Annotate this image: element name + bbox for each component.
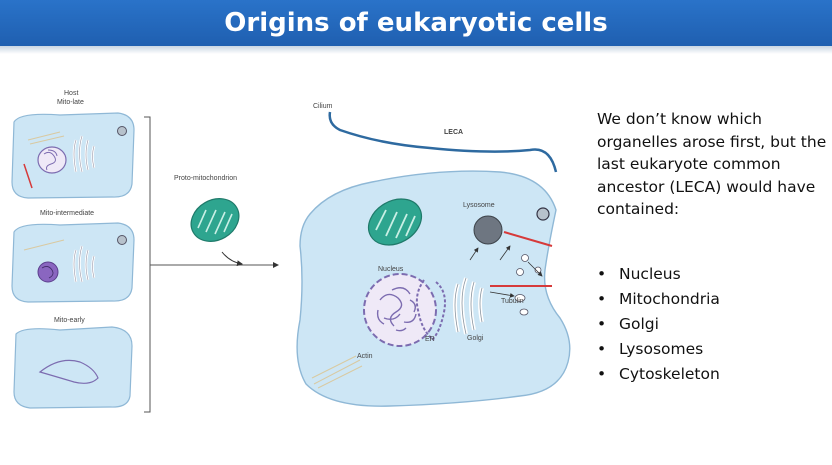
stage-label-mito-late: Mito-late: [57, 99, 84, 106]
actin-label: Actin: [357, 353, 373, 360]
golgi-label: Golgi: [467, 335, 484, 342]
list-item: Nucleus: [597, 262, 720, 287]
leca-description: We don’t know which organelles arose fir…: [597, 110, 827, 218]
title-bar-shadow: [0, 46, 832, 54]
list-item: Golgi: [597, 312, 720, 337]
leca-label: LECA: [444, 129, 464, 136]
host-cell-mito-early: [13, 326, 133, 409]
list-item: Lysosomes: [597, 337, 720, 362]
organelle-list: Nucleus Mitochondria Golgi Lysosomes Cyt…: [597, 262, 720, 387]
host-cell-mito-late: [11, 112, 135, 199]
stage-label-mito-early: Mito-early: [54, 317, 85, 324]
list-item: Mitochondria: [597, 287, 720, 312]
host-cell-mito-intermediate: [11, 222, 135, 303]
proto-mitochondrion-shape: [190, 198, 240, 242]
proto-mitochondrion-label: Proto-mitochondrion: [174, 175, 238, 182]
cilium: [328, 111, 558, 173]
list-item: Cytoskeleton: [597, 362, 720, 387]
cilium-label: Cilium: [313, 103, 333, 110]
host-label: Host: [64, 90, 79, 97]
nucleus-label: Nucleus: [378, 266, 404, 273]
leca-cell: [296, 170, 571, 407]
tubulin-label: Tubulin: [501, 298, 524, 305]
title-bar: [0, 0, 832, 46]
stage-label-mito-intermediate: Mito-intermediate: [40, 210, 95, 217]
slide-title: Origins of eukaryotic cells: [224, 8, 608, 38]
er-label: ER: [425, 336, 435, 343]
lysosome-label: Lysosome: [463, 202, 495, 209]
